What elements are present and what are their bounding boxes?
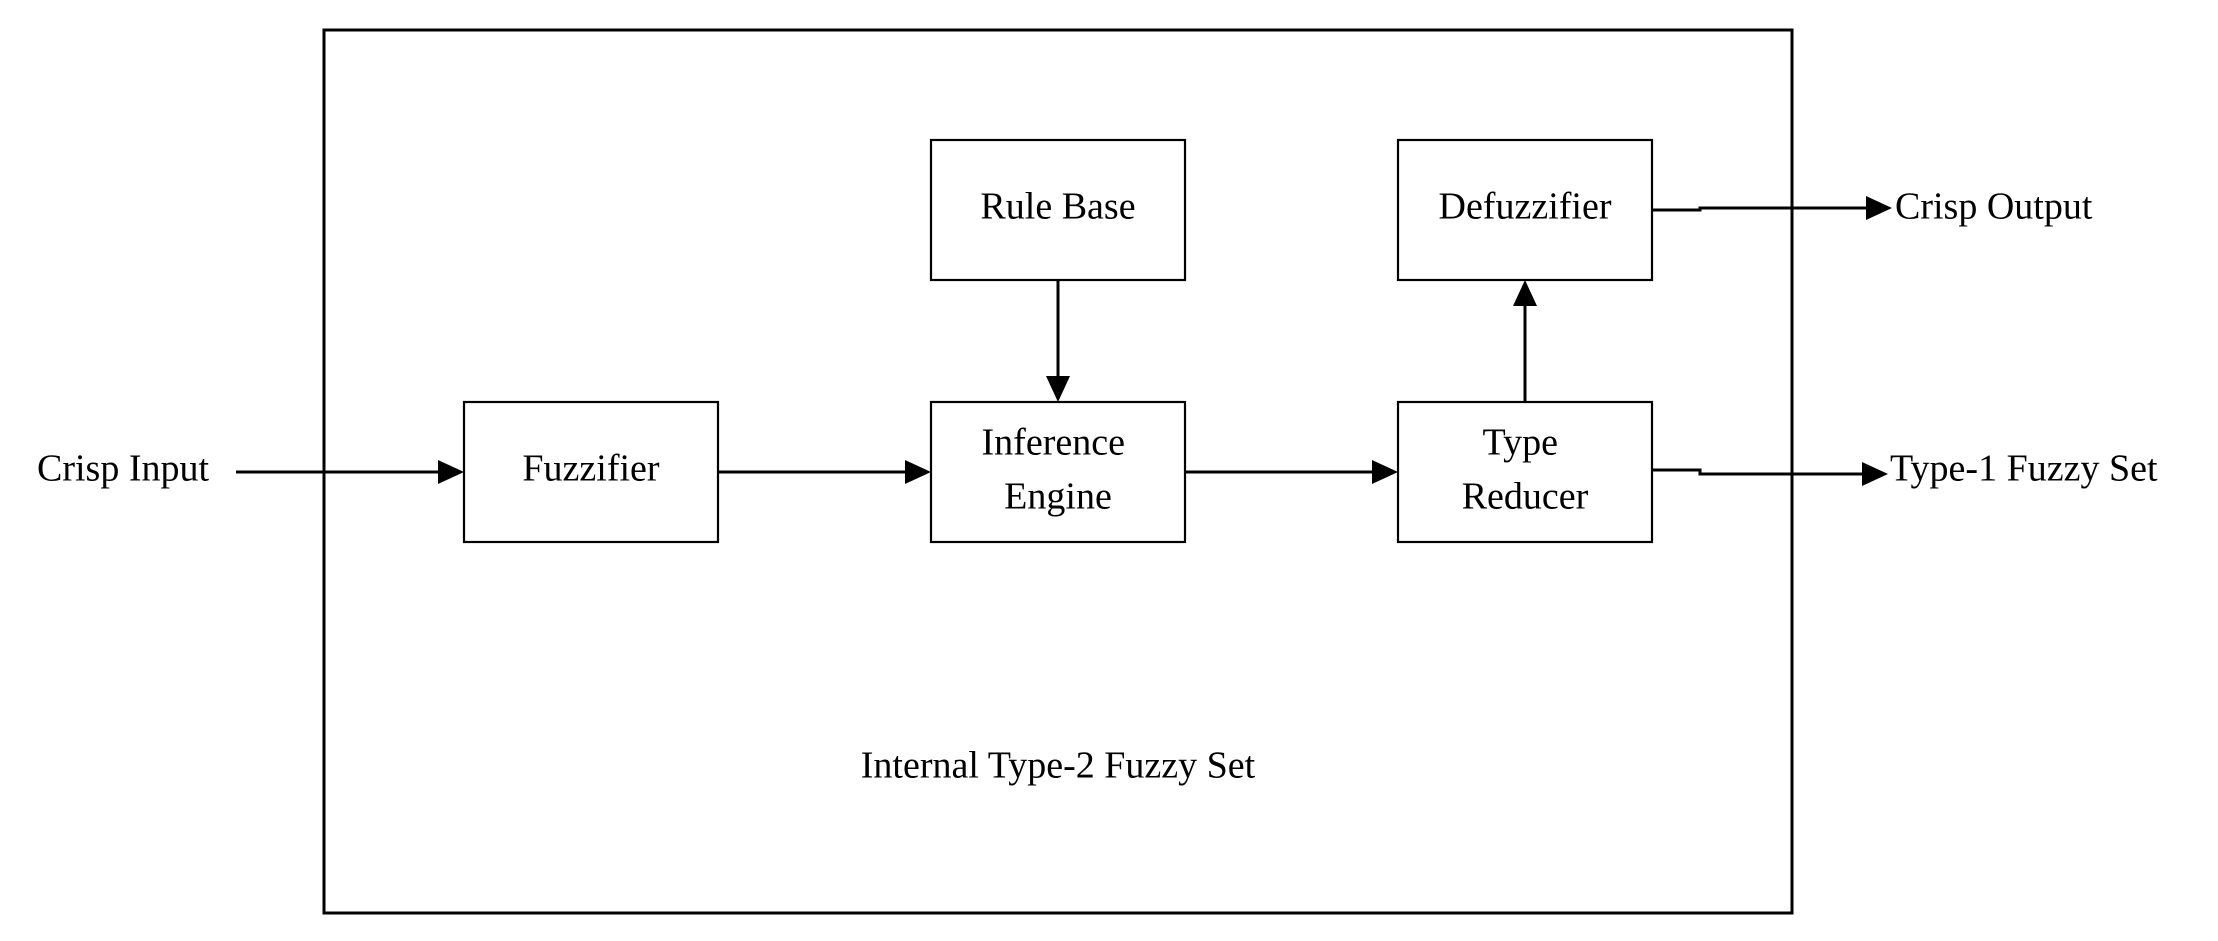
type-reducer-label: Type Reducer [1462,413,1589,518]
reducer-output-connector [1652,468,1864,476]
fuzzifier-label: Fuzzifier [522,448,660,490]
rule-base-block [929,138,1187,282]
reducer-output-arrowhead [1862,462,1888,486]
inference-engine-label-line-1: Inference [982,422,1125,464]
crisp-input-label: Crisp Input [37,448,210,490]
reducer-to-defuzzifier-arrowhead [1513,280,1537,306]
type1-fuzzy-set-label: Type-1 Fuzzy Set [1890,448,2158,490]
defuzzifier-output-connector [1652,206,1868,212]
input-arrowhead [438,460,464,484]
fuzzifier-to-inference-arrowhead [905,460,931,484]
inference-engine-label-line-2: Engine [1004,476,1112,518]
inference-to-reducer-arrowhead [1372,460,1398,484]
crisp-output-label: Crisp Output [1895,186,2093,228]
type-reducer-label-line-1: Type [1483,422,1558,464]
defuzzifier-output-arrowhead [1866,196,1892,220]
rulebase-to-inference-arrowhead [1046,376,1070,402]
defuzzifier-label: Defuzzifier [1439,186,1612,228]
rule-base-label: Rule Base [980,186,1135,228]
inference-engine-label: Inference Engine [982,413,1135,518]
internal-type2-fuzzy-set-label: Internal Type-2 Fuzzy Set [861,745,1256,787]
type-reducer-label-line-2: Reducer [1462,476,1589,518]
fuzzifier-block [462,400,720,544]
